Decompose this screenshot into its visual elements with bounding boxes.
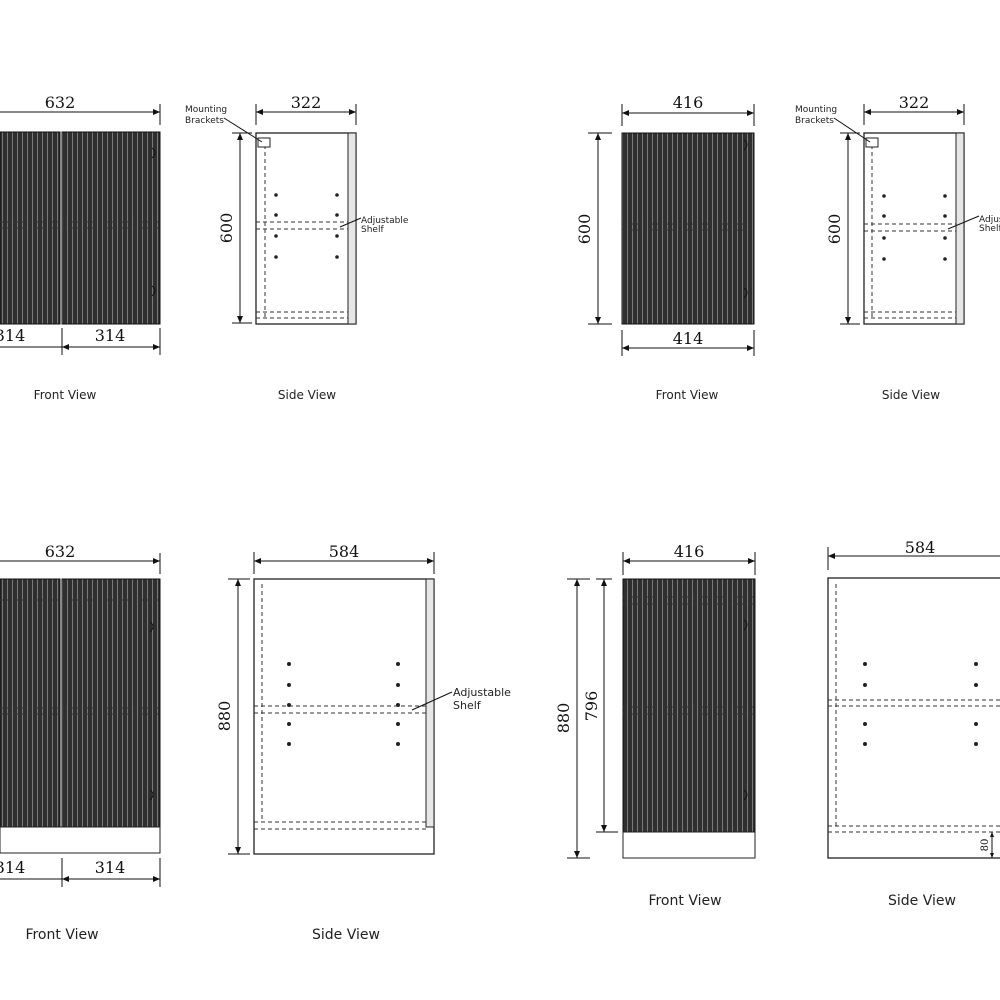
bl-shelf-label-2: Shelf xyxy=(453,699,482,712)
bl-door-right-width: 314 xyxy=(95,858,126,877)
tr-front-height: 600 xyxy=(575,214,594,245)
tl-bracket-label-2: Brackets xyxy=(185,116,224,126)
tl-front-view: 632 314 314 Front View xyxy=(0,93,161,402)
bl-door-left-width: 314 xyxy=(0,858,25,877)
tl-side-view: 322 600 Mounting Brackets Adjustable She… xyxy=(185,93,409,402)
bl-front-view: 632 314 314 Front View xyxy=(0,542,161,943)
tr-front-bottom-width: 414 xyxy=(673,329,704,348)
tr-side-caption: Side View xyxy=(882,388,940,402)
tr-front-view: 416 600 414 Front View xyxy=(575,93,755,402)
bl-side-caption: Side View xyxy=(312,927,380,943)
br-side-caption: Side View xyxy=(888,893,956,909)
tl-shelf-label-2: Shelf xyxy=(361,225,384,235)
bl-front-caption: Front View xyxy=(25,927,98,943)
tr-front-caption: Front View xyxy=(656,388,719,402)
tr-bracket-label-2: Brackets xyxy=(795,116,834,126)
tl-front-width: 632 xyxy=(45,93,76,112)
br-front-height-outer: 880 xyxy=(554,703,573,734)
tr-bracket-label-1: Mounting xyxy=(795,105,837,115)
tl-side-caption: Side View xyxy=(278,388,336,402)
bl-side-depth: 584 xyxy=(329,542,360,561)
tl-door-right xyxy=(61,131,161,325)
br-side-depth: 584 xyxy=(905,538,936,557)
br-door xyxy=(622,578,756,833)
tr-front-width: 416 xyxy=(673,93,704,112)
tl-shelf-label-1: Adjustable xyxy=(361,216,409,226)
br-front-width: 416 xyxy=(674,542,705,561)
tl-bracket-label-1: Mounting xyxy=(185,105,227,115)
tr-shelf-label-2: Shelf xyxy=(979,224,1000,234)
bl-side-carcass xyxy=(253,578,435,855)
bl-shelf-label-1: Adjustable xyxy=(453,686,511,699)
tr-side-view: 322 600 Mounting Brackets Adjus Shelf Si… xyxy=(795,93,1000,402)
br-front-caption: Front View xyxy=(648,893,721,909)
tl-door-left-width: 314 xyxy=(0,326,25,345)
tr-side-height: 600 xyxy=(825,214,844,245)
bl-front-width: 632 xyxy=(45,542,76,561)
tl-door-right-width: 314 xyxy=(95,326,126,345)
br-front-view: 416 880 796 Front View xyxy=(554,542,756,909)
tr-side-carcass xyxy=(863,132,965,325)
bl-side-view: 584 880 Adjustable Shelf Side View xyxy=(215,542,511,943)
br-side-kick: 80 xyxy=(980,839,991,852)
br-front-height-inner: 796 xyxy=(582,691,601,722)
br-side-carcass xyxy=(827,577,1000,859)
tl-side-height: 600 xyxy=(217,213,236,244)
bl-side-height: 880 xyxy=(215,701,234,732)
tr-door xyxy=(621,132,755,325)
tl-front-caption: Front View xyxy=(34,388,97,402)
tl-side-depth: 322 xyxy=(291,93,322,112)
bl-door-right xyxy=(61,578,161,828)
bl-door-left xyxy=(0,578,61,828)
tr-shelf-label-1: Adjus xyxy=(979,215,1000,225)
tr-side-depth: 322 xyxy=(899,93,930,112)
br-side-view: 584 80 Side View xyxy=(827,538,1000,909)
